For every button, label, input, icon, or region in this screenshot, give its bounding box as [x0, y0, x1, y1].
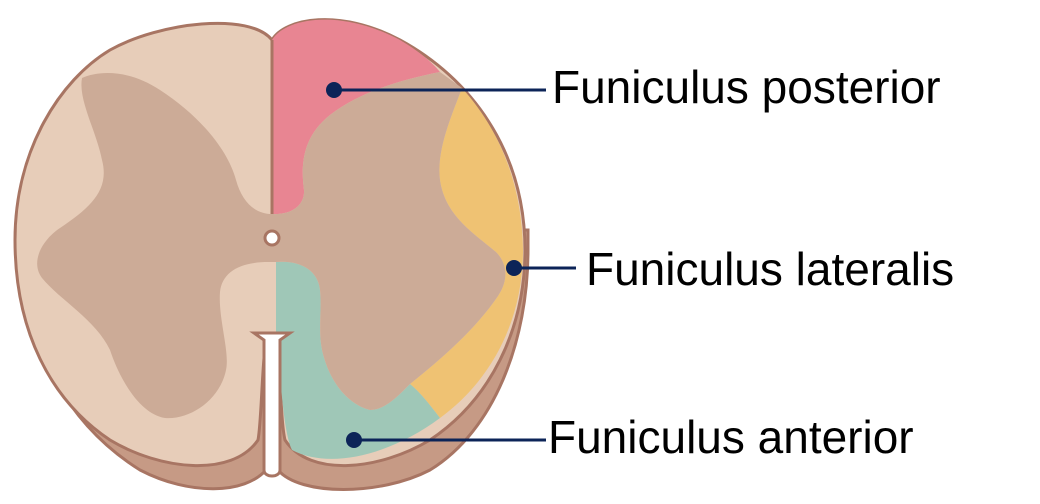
leader-dot-posterior — [326, 82, 342, 98]
funiculus-posterior-region — [272, 19, 440, 215]
anterior-median-fissure — [249, 331, 295, 478]
label-funiculus-anterior: Funiculus anterior — [548, 411, 914, 463]
central-canal — [263, 229, 281, 247]
label-funiculus-lateralis: Funiculus lateralis — [586, 243, 954, 295]
funiculus-lateralis-region — [410, 88, 523, 418]
leader-lines — [326, 82, 576, 448]
label-funiculus-posterior: Funiculus posterior — [552, 61, 941, 113]
leader-dot-anterior — [346, 432, 362, 448]
leader-dot-lateralis — [506, 260, 522, 276]
funiculus-anterior-region — [276, 261, 440, 459]
